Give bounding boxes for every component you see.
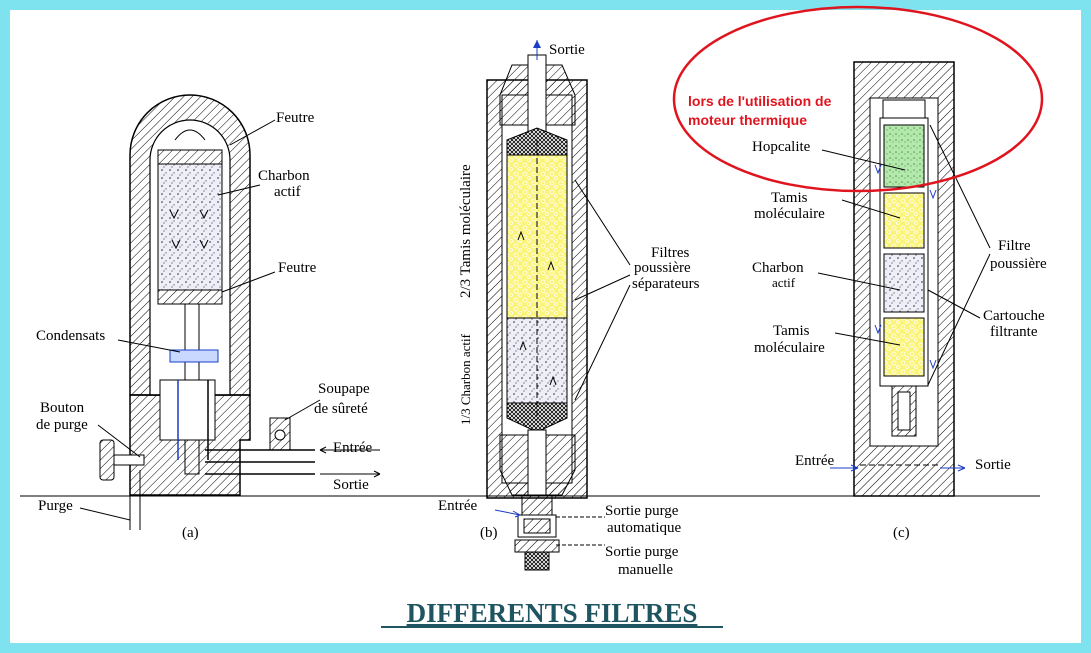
label-c-entree: Entrée [795, 453, 834, 469]
label-c-moleculaire-2: moléculaire [754, 340, 825, 356]
label-a-purge: Purge [38, 498, 73, 514]
label-c-tamis-2: Tamis [773, 323, 810, 339]
label-a-entree: Entrée [333, 440, 372, 456]
label-a-charbon: Charbon [258, 168, 310, 184]
label-c-actif: actif [772, 275, 796, 290]
label-a-soupape: Soupape [318, 381, 370, 397]
label-b-manuelle: manuelle [618, 562, 673, 578]
annotation-ellipse [672, 5, 1044, 193]
label-b-entree: Entrée [438, 498, 477, 514]
annotation-line-1: lors de l'utilisation de [688, 93, 832, 109]
label-c-hopcalite: Hopcalite [752, 139, 811, 155]
label-b-filtres: Filtres [651, 245, 689, 261]
label-c-tamis-1: Tamis [771, 190, 808, 206]
label-a-surete: de sûreté [314, 401, 368, 417]
label-a-feutre-top: Feutre [276, 110, 315, 126]
filter-b [486, 40, 631, 571]
label-b-poussiere: poussière [634, 260, 691, 276]
label-c-poussiere: poussière [990, 256, 1047, 272]
label-c-charbon: Charbon [752, 260, 804, 276]
label-b-sortie-purge: Sortie purge [605, 503, 679, 519]
filter-a [79, 94, 381, 530]
label-b-sortie: Sortie [549, 42, 585, 58]
label-a-bouton: Bouton [40, 400, 85, 416]
filter-c [817, 61, 991, 497]
label-b-charbon-vertical: 1/3 Charbon actif [458, 333, 473, 425]
label-b-automatique: automatique [607, 520, 681, 536]
label-c-filtrante: filtrante [990, 324, 1038, 340]
label-c-filtre: Filtre [998, 238, 1031, 254]
caption-c: (c) [893, 525, 910, 541]
label-c-sortie: Sortie [975, 457, 1011, 473]
label-a-de-purge: de purge [36, 417, 88, 433]
label-a-sortie: Sortie [333, 477, 369, 493]
label-a-feutre-bottom: Feutre [278, 260, 317, 276]
label-c-moleculaire-1: moléculaire [754, 206, 825, 222]
annotation-line-2: moteur thermique [688, 112, 807, 128]
caption-b: (b) [480, 525, 498, 541]
label-a-condensats: Condensats [36, 328, 105, 344]
page-title: DIFFERENTS FILTRES [407, 598, 698, 628]
label-a-actif: actif [274, 184, 301, 200]
label-b-separateurs: séparateurs [632, 276, 700, 292]
label-c-cartouche: Cartouche [983, 308, 1045, 324]
label-b-tamis-vertical: 2/3 Tamis moléculaire [458, 164, 474, 298]
label-b-sortie-purge-2: Sortie purge [605, 544, 679, 560]
caption-a: (a) [182, 525, 199, 541]
